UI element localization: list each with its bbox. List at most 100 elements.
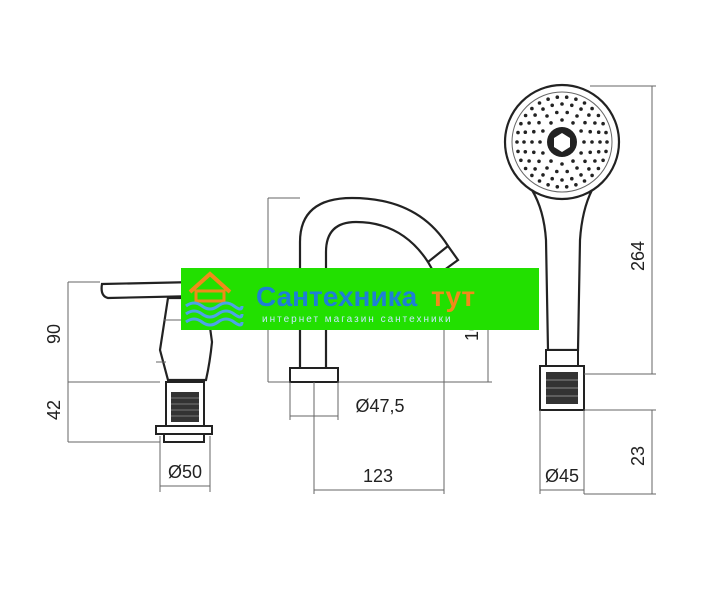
spray-nozzle-dot bbox=[555, 185, 560, 189]
spray-nozzle-dot bbox=[523, 130, 528, 134]
spray-nozzle-dot bbox=[593, 121, 597, 125]
spray-nozzle-dot bbox=[565, 169, 569, 174]
spray-nozzle-dot bbox=[530, 106, 534, 111]
watermark-title-main: Сантехника bbox=[256, 281, 418, 312]
spray-nozzle-dot bbox=[582, 101, 587, 105]
spray-nozzle-dot bbox=[574, 183, 578, 187]
hand-shower-drawing: 264 23 Ø45 bbox=[503, 83, 656, 495]
spray-nozzle-dot bbox=[593, 159, 597, 163]
spray-nozzle-dot bbox=[571, 121, 575, 125]
spray-nozzle-dot bbox=[550, 176, 554, 181]
spray-nozzle-dot bbox=[560, 178, 564, 182]
spray-nozzle-dot bbox=[541, 173, 545, 177]
spray-nozzle-dot bbox=[575, 114, 579, 118]
spray-nozzle-dot bbox=[555, 110, 559, 115]
spray-nozzle-dot bbox=[519, 121, 523, 126]
spray-nozzle-dot bbox=[604, 149, 608, 154]
spray-nozzle-dot bbox=[546, 97, 550, 101]
spray-nozzle-dot bbox=[564, 185, 569, 189]
watermark-banner: Сантехника тут интернет магазин сантехни… bbox=[181, 268, 539, 330]
watermark-subtitle: интернет магазин сантехники bbox=[262, 314, 453, 325]
spray-nozzle-dot bbox=[549, 159, 553, 163]
spray-nozzle-dot bbox=[604, 130, 608, 135]
spray-nozzle-dot bbox=[596, 130, 601, 134]
spray-nozzle-dot bbox=[598, 140, 602, 144]
spray-nozzle-dot bbox=[555, 169, 559, 174]
spray-nozzle-dot bbox=[533, 113, 537, 117]
spray-nozzle-dot bbox=[596, 166, 601, 171]
spray-nozzle-dot bbox=[545, 166, 549, 170]
spray-nozzle-dot bbox=[549, 121, 553, 125]
spray-nozzle-dot bbox=[564, 95, 569, 99]
spray-nozzle-dot bbox=[574, 97, 578, 101]
spray-nozzle-dot bbox=[583, 159, 587, 164]
spray-nozzle-dot bbox=[550, 103, 554, 108]
spray-nozzle-dot bbox=[515, 140, 519, 144]
spray-nozzle-dot bbox=[590, 140, 594, 144]
spray-nozzle-dot bbox=[587, 167, 591, 171]
spray-nozzle-dot bbox=[537, 179, 542, 183]
watermark-background bbox=[181, 268, 539, 330]
spray-nozzle-dot bbox=[516, 130, 520, 135]
spray-nozzle-dot bbox=[579, 129, 583, 133]
spout-spacing-dim: 123 bbox=[363, 466, 393, 486]
spray-nozzle-dot bbox=[579, 173, 583, 177]
spray-nozzle-dot bbox=[596, 150, 601, 154]
spray-nozzle-dot bbox=[560, 162, 564, 166]
spray-nozzle-dot bbox=[579, 151, 583, 155]
spray-nozzle-dot bbox=[560, 118, 564, 122]
spray-nozzle-dot bbox=[582, 179, 587, 183]
spray-nozzle-dot bbox=[541, 107, 545, 111]
spray-nozzle-dot bbox=[527, 159, 531, 163]
spray-nozzle-dot bbox=[588, 150, 592, 155]
holder-height-dim: 23 bbox=[628, 446, 648, 466]
spray-nozzle-dot bbox=[523, 166, 528, 171]
spray-nozzle-dot bbox=[555, 95, 560, 99]
spray-nozzle-dot bbox=[565, 110, 569, 115]
house-logo-icon bbox=[185, 271, 244, 327]
spray-nozzle-dot bbox=[575, 166, 579, 170]
spray-nozzle-dot bbox=[571, 159, 575, 163]
spray-nozzle-dot bbox=[523, 150, 528, 154]
spray-nozzle-dot bbox=[601, 158, 605, 163]
spray-nozzle-dot bbox=[579, 107, 583, 111]
spray-nozzle-dot bbox=[541, 151, 545, 155]
spray-nozzle-dot bbox=[537, 159, 541, 164]
spray-nozzle-dot bbox=[601, 121, 605, 126]
spray-nozzle-dot bbox=[530, 140, 534, 144]
spout-base-diameter-dim: Ø47,5 bbox=[355, 396, 404, 416]
spray-nozzle-dot bbox=[583, 120, 587, 125]
spray-nozzle-dot bbox=[533, 167, 537, 171]
holder-diameter-dim: Ø45 bbox=[545, 466, 579, 486]
spray-nozzle-dot bbox=[587, 113, 591, 117]
spray-nozzle-dot bbox=[570, 176, 574, 181]
spray-nozzle-dot bbox=[560, 102, 564, 106]
spray-nozzle-dot bbox=[516, 149, 520, 154]
spray-nozzle-dot bbox=[588, 129, 592, 134]
spray-nozzle-dot bbox=[605, 140, 609, 144]
spray-nozzle-dot bbox=[532, 129, 536, 134]
spray-nozzle-dot bbox=[537, 120, 541, 125]
spray-nozzle-dot bbox=[537, 101, 542, 105]
watermark-title: Сантехника тут bbox=[256, 281, 475, 312]
spout-drawing: 166 Ø47,5 102 123 bbox=[256, 196, 492, 494]
spray-nozzle-dot bbox=[527, 121, 531, 125]
spray-nozzle-dot bbox=[546, 183, 550, 187]
spray-nozzle-dot bbox=[570, 103, 574, 108]
spray-nozzle-dot bbox=[538, 140, 542, 144]
spray-nozzle-dot bbox=[532, 150, 536, 155]
spray-nozzle-dot bbox=[596, 113, 601, 118]
mixer-height-dim: 90 bbox=[44, 324, 64, 344]
mixer-base-height-dim: 42 bbox=[44, 400, 64, 420]
mixer-diameter-dim: Ø50 bbox=[168, 462, 202, 482]
spray-nozzle-dot bbox=[582, 140, 586, 144]
spray-nozzle-dot bbox=[590, 173, 594, 178]
spray-nozzle-dot bbox=[541, 129, 545, 133]
spray-nozzle-dot bbox=[590, 106, 594, 111]
spray-nozzle-dot bbox=[530, 173, 534, 178]
spray-nozzle-dot bbox=[519, 158, 523, 163]
shower-length-dim: 264 bbox=[628, 241, 648, 271]
spray-nozzle-dot bbox=[545, 114, 549, 118]
spray-nozzle-dot bbox=[522, 140, 526, 144]
